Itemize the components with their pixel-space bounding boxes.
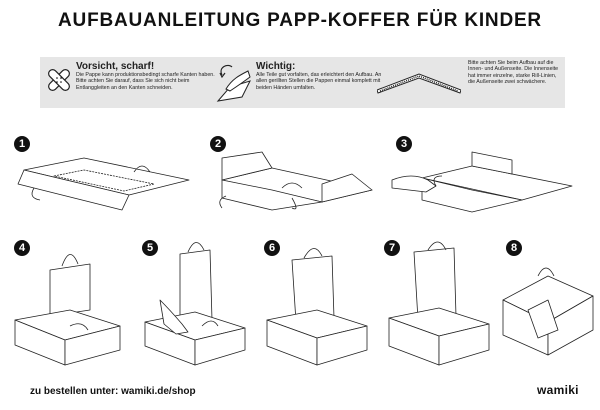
order-info: zu bestellen unter: wamiki.de/shop	[30, 386, 196, 397]
folding-hand-icon	[216, 64, 251, 102]
fold-profile-icon	[377, 73, 461, 94]
caution-text: Die Pappe kann produktionsbedingt scharf…	[76, 72, 215, 91]
important-note: Wichtig: Alle Teile gut vorfalten, das e…	[256, 62, 386, 91]
step-7-illustration	[388, 241, 490, 366]
step-number-2: 2	[210, 136, 226, 152]
step-number-1: 1	[14, 136, 30, 152]
important-text: Alle Teile gut vorfalten, das erleichter…	[256, 72, 382, 91]
sides-note: Bitte achten Sie beim Aufbau auf die Inn…	[468, 60, 559, 86]
bandage-icon	[48, 69, 70, 91]
step-8-illustration	[502, 267, 594, 356]
step-1-illustration	[17, 157, 190, 211]
step-3-illustration	[391, 151, 573, 213]
important-heading: Wichtig:	[256, 61, 296, 72]
step-5-illustration	[144, 242, 246, 366]
step-number-5: 5	[142, 240, 158, 256]
step-6-illustration	[266, 248, 368, 366]
step-number-8: 8	[506, 240, 522, 256]
step-number-7: 7	[384, 240, 400, 256]
step-number-4: 4	[14, 240, 30, 256]
brand-logo: wamiki	[537, 383, 579, 397]
info-box: Vorsicht, scharf! Die Pappe kann produkt…	[40, 57, 565, 108]
step-number-6: 6	[264, 240, 280, 256]
step-4-illustration	[14, 254, 121, 366]
step-number-3: 3	[396, 136, 412, 152]
step-2-illustration	[219, 151, 373, 211]
caution-heading: Vorsicht, scharf!	[76, 61, 155, 72]
caution-note: Vorsicht, scharf! Die Pappe kann produkt…	[76, 62, 216, 91]
page-title: AUFBAUANLEITUNG PAPP-KOFFER FÜR KINDER	[58, 10, 542, 31]
